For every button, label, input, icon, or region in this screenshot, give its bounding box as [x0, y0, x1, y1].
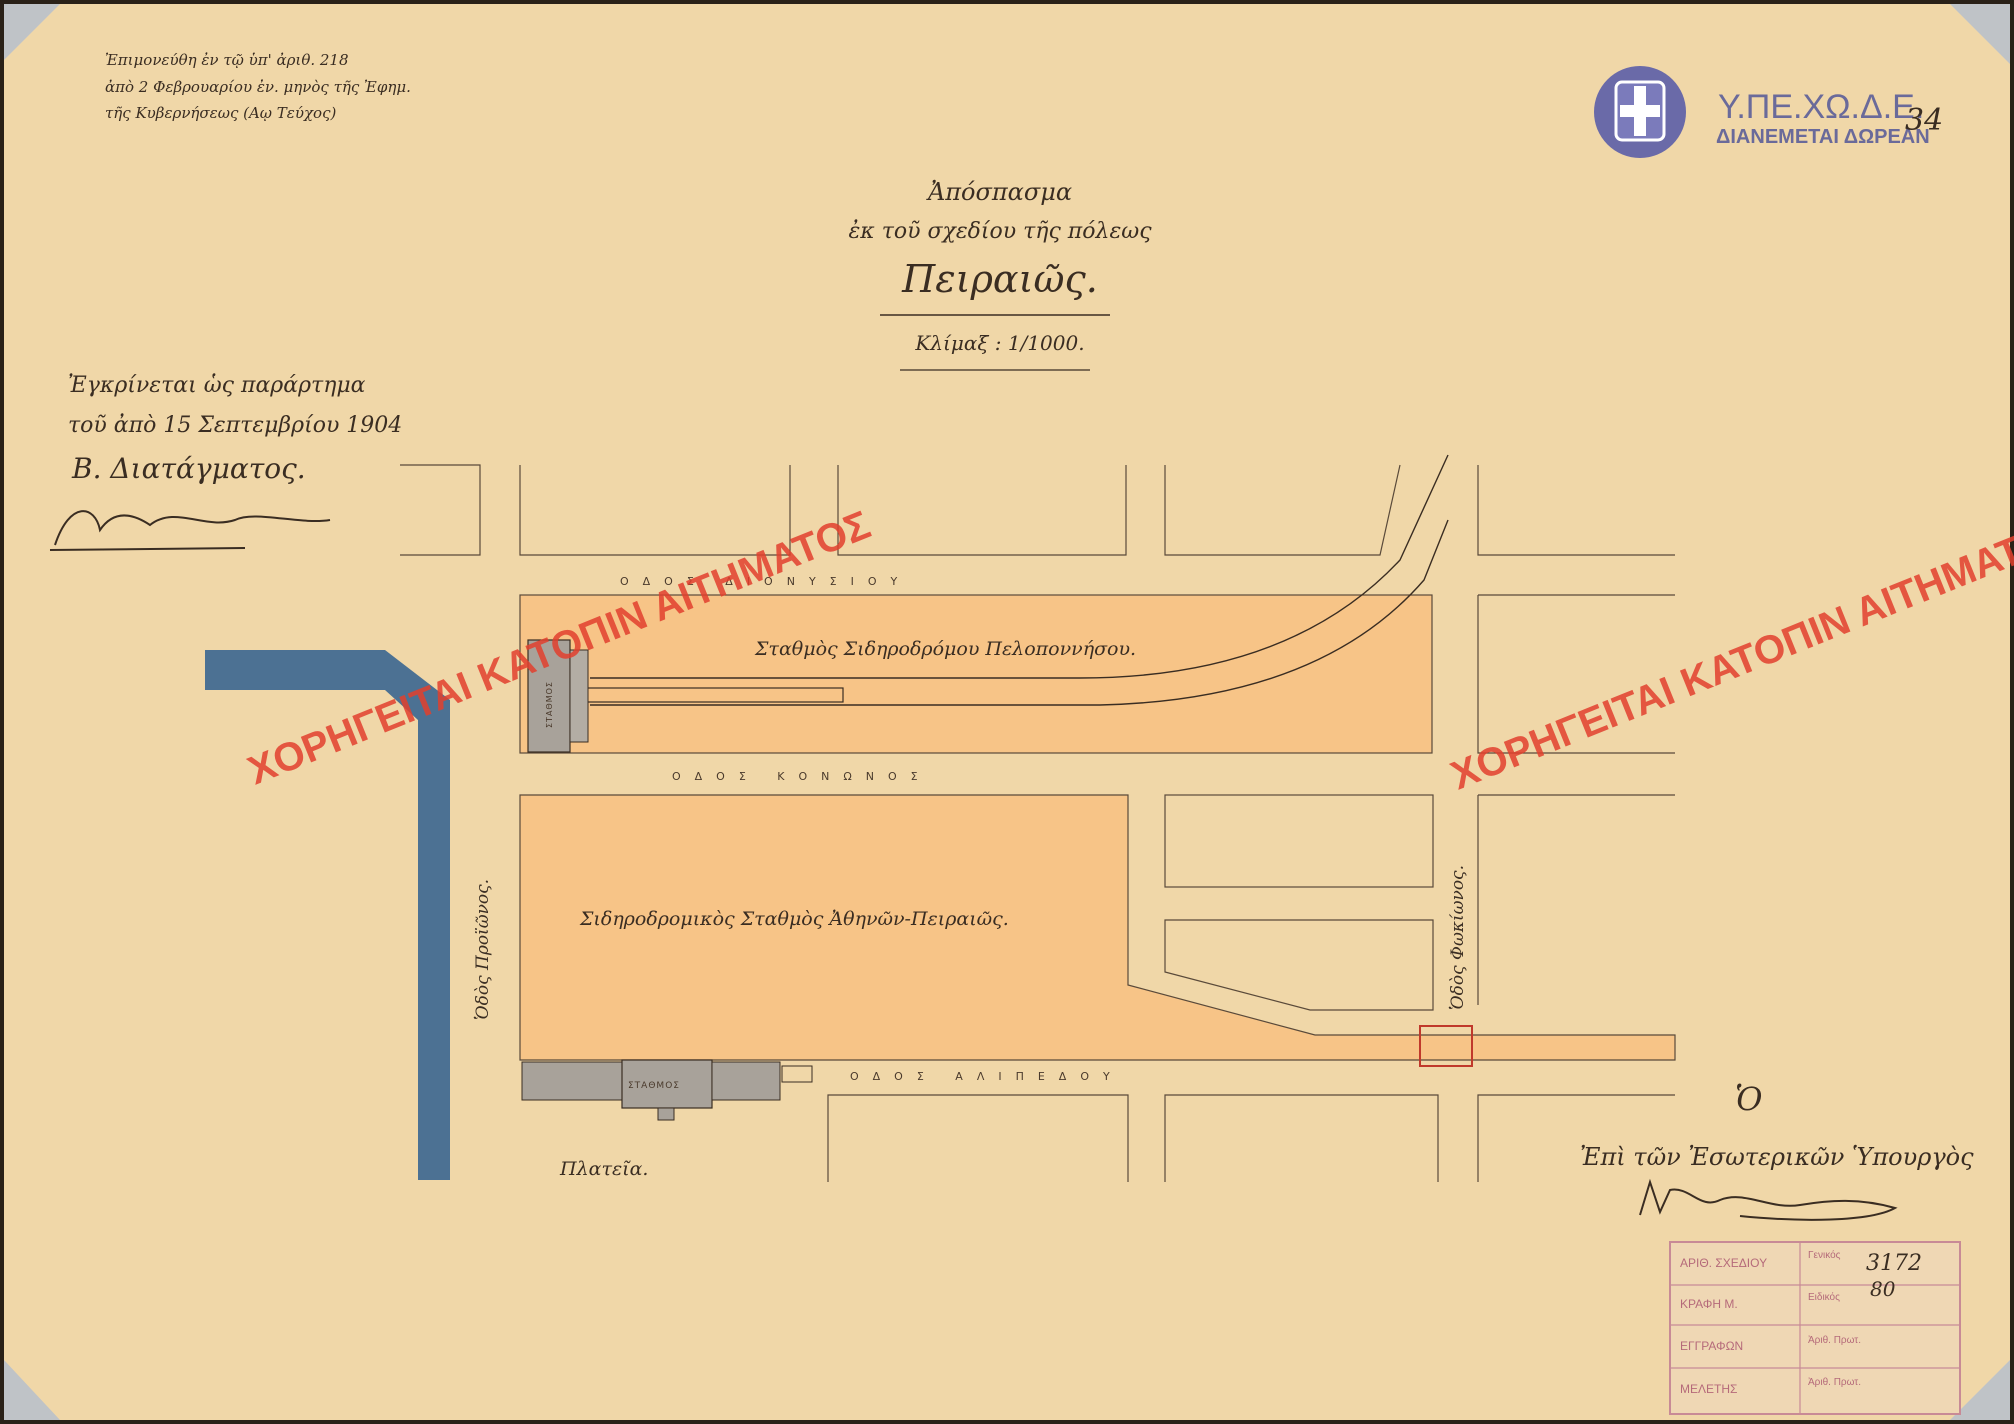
small-gate [781, 1065, 813, 1083]
registry-stamp [1669, 1241, 1961, 1415]
station-building-annex [569, 649, 589, 743]
label-plateia: Πλατεῖα. [559, 1158, 648, 1180]
stamp-row1-value: 3172 [1866, 1251, 1922, 1276]
label-athens-piraeus-station: Σιδηροδρομικὸς Σταθμὸς Ἀθηνῶν-Πειραιῶς. [579, 908, 1009, 930]
stamp-row2-value: 80 [1870, 1277, 1896, 1301]
block-right-middle-2 [1164, 919, 1434, 1011]
map-title-line1: Ἀπόσπασμα [926, 178, 1072, 206]
city-blocks-lower [827, 1094, 1675, 1182]
block-peloponnese-station [519, 594, 1433, 754]
station-building-peloponnese [527, 639, 571, 753]
stamp-row4-label: ΜΕΛΕΤΗΣ [1680, 1382, 1737, 1396]
approval-line2: τοῦ ἀπὸ 15 Σεπτεμβρίου 1904 [68, 413, 402, 438]
station-entrance [657, 1107, 675, 1121]
approval-line1: Ἐγκρίνεται ὡς παράρτημα [68, 373, 366, 398]
label-station-building-peloponnese: ΣΤΑΘΜΟΣ [545, 681, 554, 728]
corner-mount-bottom-left [4, 1360, 60, 1420]
ministry-logo [1594, 66, 1686, 158]
corner-mount-top-right [1950, 4, 2010, 64]
logo-subtitle: ΔΙΑΝΕΜΕΤΑΙ ΔΩΡΕΑΝ [1716, 126, 1930, 148]
stamp-row3-label: ΕΓΓΡΑΦΩΝ [1680, 1339, 1743, 1353]
block-right-lower [1477, 794, 1675, 1005]
stamp-row1-sub: Γενικός [1808, 1249, 1841, 1261]
sheet-number: 34 [1905, 103, 1943, 138]
minister-title: Ἐπὶ τῶν Ἐσωτερικῶν Ὑπουργὸς [1580, 1143, 1974, 1171]
logo-cross-horizontal [1620, 105, 1660, 117]
approval-line3: Β. Διατάγματος. [71, 452, 306, 485]
corner-mount-top-left [4, 4, 60, 60]
sea-shoreline [205, 650, 450, 1180]
approval-signature [49, 510, 331, 551]
block-right-middle-1 [1164, 794, 1434, 888]
label-peloponnese-station: Σταθμὸς Σιδηροδρόμου Πελοποννήσου. [754, 638, 1136, 660]
publication-note-line3: τῆς Κυβερνήσεως (Αῳ Τεύχος) [105, 104, 336, 122]
stamp-row4-sub: Ἀριθ. Πρωτ. [1808, 1377, 1861, 1388]
publication-note-line2: ἀπὸ 2 Φεβρουαρίου ἐν. μηνὸς τῆς Ἐφημ. [105, 78, 411, 96]
station-building-lower-left [521, 1061, 623, 1101]
stamp-row3-sub: Ἀριθ. Πρωτ. [1808, 1335, 1861, 1346]
street-label-kononos: ΟΔΟΣ ΚΟΝΩΝΟΣ [672, 770, 932, 783]
map-scale: Κλίμαξ : 1/1000. [914, 331, 1084, 355]
publication-note-line1: Ἐπιμονεύθη ἐν τῷ ὑπ' ἀριθ. 218 [105, 51, 349, 69]
street-label-alipedou: ΟΔΟΣ ΑΛΙΠΕΔΟΥ [850, 1070, 1124, 1083]
map-title-city: Πειραιῶς. [901, 257, 1098, 301]
street-label-dionysiou: ΟΔΟΣ ΔΙΟΝΥΣΙΟΥ [620, 575, 911, 588]
level-crossing-marker [1419, 1025, 1473, 1067]
stamp-row2-sub: Ειδικός [1808, 1291, 1840, 1303]
railway-track-outer [590, 454, 1449, 679]
stamp-row2-label: ΚΡΑΦΗ Μ. [1680, 1297, 1738, 1311]
corner-mount-bottom-right [1950, 1360, 2010, 1420]
map-title-line2: ἐκ τοῦ σχεδίου τῆς πόλεως [848, 219, 1152, 244]
block-right-upper [1477, 594, 1675, 754]
station-building-lower-right [711, 1061, 781, 1101]
street-label-proionos: Ὁδὸς Προϊῶνος. [473, 879, 493, 1020]
stamp-border [1669, 1241, 1961, 1415]
stamp-row1-label: ΑΡΙΘ. ΣΧΕΔΙΟΥ [1680, 1256, 1767, 1270]
label-station-building-athens: ΣΤΑΘΜΟΣ [628, 1081, 680, 1091]
minister-initial: Ὁ [1735, 1080, 1763, 1118]
minister-signature [1639, 1178, 1898, 1221]
logo-title: Υ.ΠΕ.ΧΩ.Δ.Ε. [1718, 88, 1924, 126]
railway-track-inner [590, 519, 1449, 706]
street-label-fokionos: Ὁδὸς Φωκίωνος. [1448, 865, 1468, 1010]
city-blocks-upper [400, 464, 1675, 556]
